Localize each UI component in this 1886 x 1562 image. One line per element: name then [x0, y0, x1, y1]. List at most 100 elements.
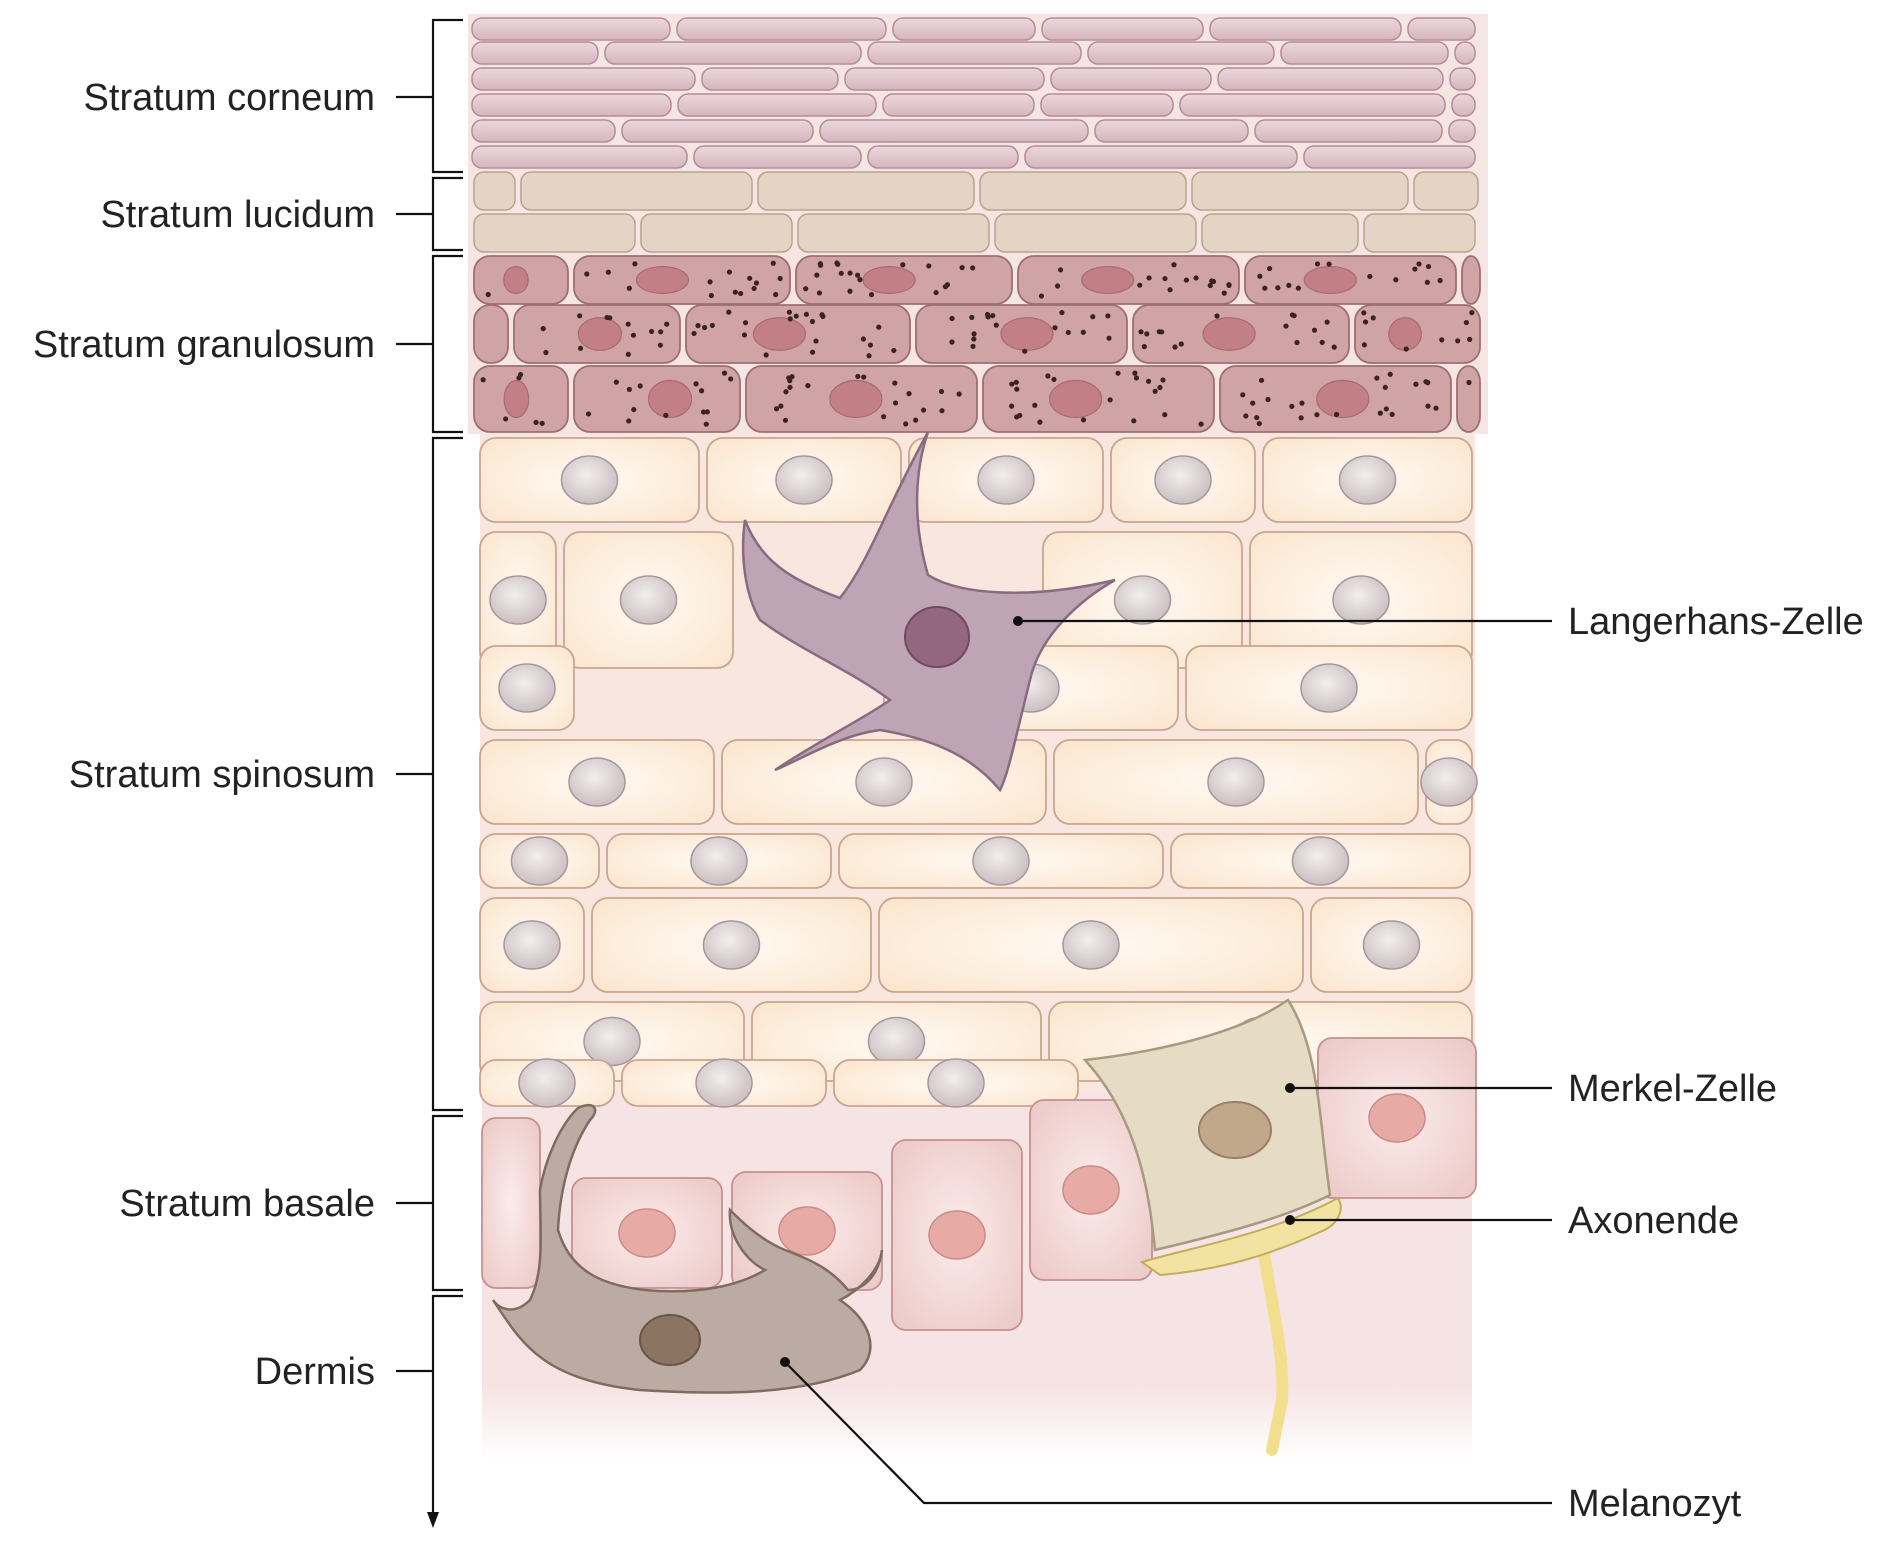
keratohyalin-granule — [1090, 314, 1096, 320]
corneum-cell — [1209, 17, 1402, 41]
keratohyalin-granule — [900, 262, 906, 268]
keratohyalin-granule — [1013, 379, 1019, 385]
keratohyalin-granule — [1314, 261, 1321, 267]
langerhans-nucleus — [904, 606, 970, 668]
keratohyalin-granule — [956, 391, 962, 397]
spinosum-nucleus — [1113, 575, 1172, 625]
keratohyalin-granule — [783, 389, 789, 395]
corneum-cell — [621, 119, 814, 143]
label-langerhans-zelle: Langerhans-Zelle — [1568, 601, 1864, 643]
granulosum-nucleus — [1316, 379, 1370, 419]
keratohyalin-granule — [533, 419, 539, 425]
keratohyalin-granule — [847, 270, 853, 276]
keratohyalin-granule — [1243, 413, 1249, 419]
keratohyalin-granule — [540, 326, 546, 332]
keratohyalin-granule — [1240, 392, 1246, 398]
spinosum-nucleus — [560, 455, 619, 505]
keratohyalin-granule — [970, 343, 976, 349]
keratohyalin-granule — [485, 291, 491, 298]
keratohyalin-granule — [1156, 329, 1162, 335]
lucidum-cell — [797, 213, 990, 253]
keratohyalin-granule — [770, 260, 776, 266]
keratohyalin-granule — [787, 384, 793, 390]
keratohyalin-granule — [698, 388, 705, 394]
keratohyalin-granule — [1425, 403, 1431, 409]
keratohyalin-granule — [1370, 315, 1376, 321]
label-stratum-basale: Stratum basale — [119, 1183, 375, 1225]
keratohyalin-granule — [707, 279, 713, 285]
corneum-cell — [471, 145, 688, 169]
spinosum-nucleus — [702, 920, 761, 970]
keratohyalin-granule — [1115, 370, 1121, 376]
keratohyalin-granule — [1226, 282, 1232, 289]
granulosum-nucleus — [1202, 317, 1256, 351]
keratohyalin-granule — [1331, 344, 1337, 350]
corneum-cell — [471, 41, 599, 65]
keratohyalin-granule — [1326, 261, 1332, 267]
keratohyalin-granule — [860, 336, 867, 342]
corneum-cell — [892, 17, 1036, 41]
lucidum-cells — [473, 171, 1479, 253]
corneum-cell — [1449, 67, 1476, 91]
keratohyalin-granule — [1250, 400, 1256, 406]
corneum-cell — [1087, 41, 1275, 65]
keratohyalin-granule — [1389, 411, 1395, 417]
keratohyalin-granule — [1393, 277, 1399, 283]
keratohyalin-granule — [1361, 342, 1367, 348]
keratohyalin-granule — [732, 289, 738, 295]
lucidum-cell — [979, 171, 1187, 211]
keratohyalin-granule — [1106, 335, 1112, 341]
basale-nucleus — [1062, 1165, 1120, 1215]
keratohyalin-granule — [1469, 310, 1475, 316]
keratohyalin-granule — [773, 406, 780, 412]
spinosum-nucleus — [977, 455, 1035, 505]
keratohyalin-granule — [648, 328, 655, 335]
lucidum-cell — [640, 213, 793, 253]
spinosum-nucleus — [518, 1058, 576, 1108]
keratohyalin-granule — [1037, 419, 1043, 425]
keratohyalin-granule — [861, 374, 867, 380]
corneum-cell — [1041, 17, 1204, 41]
keratohyalin-granule — [786, 375, 792, 381]
keratohyalin-granule — [913, 417, 919, 423]
axon-ending — [1139, 1196, 1342, 1277]
label-merkel-zelle: Merkel-Zelle — [1568, 1068, 1777, 1110]
spinosum-nucleus — [568, 757, 626, 807]
keratohyalin-granule — [868, 292, 875, 298]
keratohyalin-granule — [663, 412, 669, 418]
keratohyalin-granule — [1107, 397, 1113, 403]
spinosum-nucleus — [619, 575, 678, 625]
keratohyalin-granule — [809, 349, 816, 355]
keratohyalin-granule — [738, 290, 744, 297]
keratohyalin-granule — [1157, 384, 1163, 391]
keratohyalin-granule — [637, 383, 643, 389]
keratohyalin-granule — [613, 379, 619, 385]
spinosum-nucleus — [1154, 455, 1212, 505]
granulosum-cell — [1461, 255, 1481, 305]
corneum-cell — [844, 67, 1045, 91]
keratohyalin-granule — [695, 323, 701, 329]
corneum-cell — [867, 41, 1082, 65]
granulosum-cells — [473, 255, 1481, 433]
keratohyalin-granule — [626, 418, 632, 424]
bracket-spinosum — [396, 436, 463, 1112]
keratohyalin-granule — [803, 286, 809, 292]
keratohyalin-granule — [847, 288, 853, 294]
corneum-cell — [1407, 17, 1476, 41]
keratohyalin-granule — [1361, 310, 1367, 316]
spinosum-nucleus — [972, 836, 1030, 886]
merkel-complex — [1082, 998, 1342, 1456]
keratohyalin-granule — [747, 275, 753, 281]
label-dermis: Dermis — [255, 1351, 375, 1393]
keratohyalin-granule — [892, 400, 899, 406]
granulosum-nucleus — [1000, 317, 1054, 351]
keratohyalin-granule — [702, 324, 708, 331]
corneum-cell — [1454, 41, 1476, 65]
spinosum-nucleus — [1207, 757, 1265, 807]
bracket-basale — [396, 1114, 463, 1292]
corneum-cell — [1217, 67, 1444, 91]
corneum-cell — [1303, 145, 1476, 169]
keratohyalin-granule — [778, 403, 784, 409]
keratohyalin-granule — [1207, 282, 1213, 289]
corneum-cell — [677, 93, 877, 117]
